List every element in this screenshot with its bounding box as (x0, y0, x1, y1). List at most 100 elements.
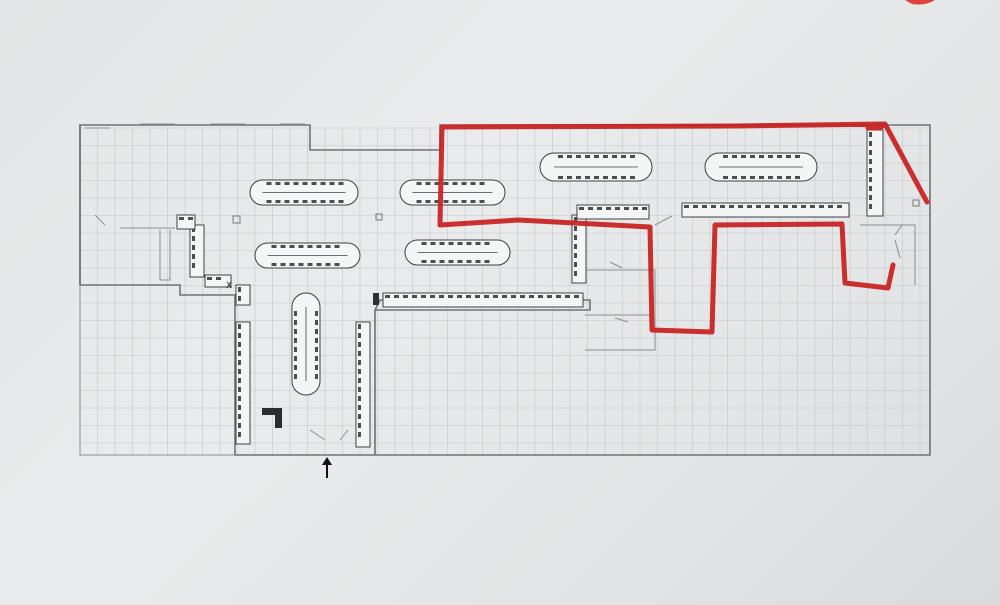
chair (238, 414, 241, 419)
chair (448, 242, 454, 245)
chair (448, 260, 454, 263)
chair (732, 176, 737, 179)
chair (315, 374, 318, 379)
chair (574, 226, 577, 231)
chair (624, 207, 629, 210)
chair (238, 342, 241, 347)
chair (574, 217, 577, 222)
chair (238, 360, 241, 365)
chair (529, 295, 534, 298)
chair (461, 182, 467, 185)
desk-bench (576, 204, 650, 220)
chair (837, 205, 842, 208)
chair (693, 205, 698, 208)
chair (457, 295, 462, 298)
chair (630, 176, 635, 179)
chair (556, 295, 561, 298)
chair (358, 396, 361, 401)
chair (738, 205, 743, 208)
chair (293, 182, 299, 185)
chair (606, 207, 611, 210)
chair (574, 235, 577, 240)
chair (768, 176, 773, 179)
chair (192, 254, 195, 259)
chair (466, 242, 472, 245)
chair (585, 155, 590, 158)
chair (311, 200, 317, 203)
chair (430, 295, 435, 298)
chair (238, 324, 241, 329)
chair (416, 200, 422, 203)
desk-bench (189, 224, 205, 278)
chair (294, 329, 297, 334)
chair (723, 176, 728, 179)
chair (594, 155, 599, 158)
chair (358, 423, 361, 428)
chair (768, 155, 773, 158)
chair (574, 262, 577, 267)
chair (502, 295, 507, 298)
chair (192, 236, 195, 241)
storage-block (262, 408, 282, 428)
chair (470, 182, 476, 185)
chair (786, 176, 791, 179)
chair (612, 176, 617, 179)
chair (294, 356, 297, 361)
chair (294, 365, 297, 370)
chair (338, 182, 344, 185)
chair (238, 423, 241, 428)
chair (475, 295, 480, 298)
chair (188, 217, 193, 220)
chair (565, 295, 570, 298)
chair (192, 245, 195, 250)
chair (315, 338, 318, 343)
chair (238, 396, 241, 401)
chair (741, 155, 746, 158)
chair (869, 204, 872, 209)
chair (403, 295, 408, 298)
chair (574, 253, 577, 258)
chair (238, 369, 241, 374)
paper-corner-mark (905, 0, 935, 5)
chair (266, 200, 272, 203)
chair (511, 295, 516, 298)
chair (621, 176, 626, 179)
chair (320, 182, 326, 185)
chair (416, 182, 422, 185)
chair (576, 176, 581, 179)
chair (630, 155, 635, 158)
chair (828, 205, 833, 208)
chair (750, 176, 755, 179)
room-marker-label: X (226, 281, 232, 291)
chair (603, 155, 608, 158)
chair (621, 155, 626, 158)
chair (484, 242, 490, 245)
arrow-up-icon (322, 457, 332, 478)
chair (443, 200, 449, 203)
chair (448, 295, 453, 298)
chair (329, 200, 335, 203)
chair (338, 200, 344, 203)
chair (597, 207, 602, 210)
chair (574, 271, 577, 276)
chair (315, 356, 318, 361)
chair (594, 176, 599, 179)
chair (576, 155, 581, 158)
chair (869, 159, 872, 164)
chair (358, 324, 361, 329)
chair (284, 182, 290, 185)
chair (358, 369, 361, 374)
chair (421, 242, 427, 245)
chair (741, 176, 746, 179)
desk-clusters (176, 129, 884, 448)
chair (289, 263, 295, 266)
chair (558, 155, 563, 158)
chair (732, 155, 737, 158)
chair (425, 200, 431, 203)
chair (315, 347, 318, 352)
chair (284, 200, 290, 203)
chair (457, 242, 463, 245)
chair (434, 182, 440, 185)
chair (238, 296, 241, 301)
chair (315, 329, 318, 334)
